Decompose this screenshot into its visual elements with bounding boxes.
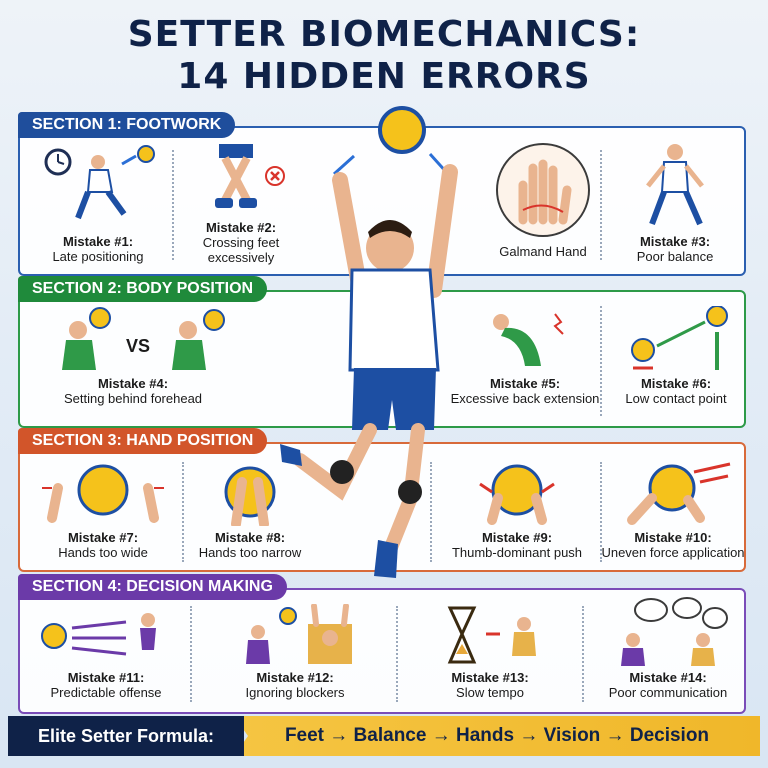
divider <box>600 150 602 260</box>
mistake-title: Mistake #7: <box>67 530 139 545</box>
mistake-12: Mistake #12: Ignoring blockers <box>200 604 390 700</box>
mistake-title: Mistake #13: <box>451 670 529 685</box>
low-contact-icon <box>631 306 728 370</box>
uneven-force-icon <box>627 462 731 525</box>
mistake-title: Mistake #11: <box>67 670 145 685</box>
mistake-desc: Uneven force application <box>601 545 745 560</box>
mistake-desc: Slow tempo <box>456 685 524 700</box>
mistake-title: Mistake #5: <box>489 376 561 391</box>
galmand-hand: Galmand Hand <box>482 140 604 259</box>
mistake-3: Mistake #3: Poor balance <box>610 140 740 264</box>
mistake-desc: Hands too narrow <box>198 545 302 560</box>
mistake-1: Mistake #1: Late positioning <box>28 140 168 264</box>
mistake-title: Mistake #3: <box>639 234 711 249</box>
title-line-2: 14 HIDDEN ERRORS <box>177 56 591 97</box>
mistake-5: Mistake #5: Excessive back extension <box>440 306 610 406</box>
mistake-7: Mistake #7: Hands too wide <box>28 458 178 560</box>
volleyball-icon <box>378 106 426 154</box>
thumb-push-icon <box>479 464 555 525</box>
mistake-desc: Hands too wide <box>58 545 148 560</box>
motion-arrow-icon <box>332 152 450 176</box>
mistake-14: Mistake #14: Poor communication <box>588 596 748 700</box>
section-label: SECTION 4: DECISION MAKING <box>18 574 287 600</box>
mistake-desc: Late positioning <box>52 249 144 264</box>
mistake-title: Mistake #10: <box>634 530 712 545</box>
mistake-desc: Setting behind forehead <box>63 391 203 406</box>
late-positioning-icon <box>44 145 155 220</box>
divider <box>430 462 432 562</box>
ignoring-blockers-icon <box>246 604 352 664</box>
mistake-desc: Crossing feet excessively <box>202 235 280 265</box>
section-label: SECTION 3: HAND POSITION <box>18 428 268 454</box>
mistake-title: Mistake #8: <box>214 530 286 545</box>
mistake-title: Mistake #9: <box>481 530 553 545</box>
divider <box>396 606 398 702</box>
hand-diagram-icon <box>496 143 590 237</box>
divider <box>182 462 184 562</box>
divider <box>172 150 174 260</box>
galmand-hand-label: Galmand Hand <box>499 244 587 259</box>
mistake-title: Mistake #14: <box>629 670 707 685</box>
hands-wide-icon <box>42 464 164 523</box>
mistake-8: Mistake #8: Hands too narrow <box>190 458 310 560</box>
divider <box>600 306 602 416</box>
mistake-13: Mistake #13: Slow tempo <box>402 604 578 700</box>
divider <box>190 606 192 702</box>
mistake-9: Mistake #9: Thumb-dominant push <box>434 458 600 560</box>
mistake-10: Mistake #10: Uneven force application <box>598 458 748 560</box>
vs-label: VS <box>126 336 151 356</box>
mistake-desc: Thumb-dominant push <box>451 545 583 560</box>
section-label: SECTION 2: BODY POSITION <box>18 276 268 302</box>
section-label: SECTION 1: FOOTWORK <box>18 112 236 138</box>
mistake-6: Mistake #6: Low contact point <box>608 306 744 406</box>
back-extension-icon <box>493 313 564 366</box>
mistake-desc: Excessive back extension <box>450 391 600 406</box>
mistake-2: Mistake #2: Crossing feet excessively <box>176 140 306 265</box>
slow-tempo-icon <box>447 606 536 664</box>
mistake-11: Mistake #11: Predictable offense <box>26 604 186 700</box>
mistake-desc: Poor communication <box>608 685 728 700</box>
mistake-title: Mistake #2: <box>205 220 277 235</box>
page-title: SETTER BIOMECHANICS: 14 HIDDEN ERRORS <box>0 14 768 98</box>
mistake-desc: Poor balance <box>636 249 714 264</box>
poor-communication-icon <box>621 597 728 666</box>
predictable-offense-icon <box>41 613 156 656</box>
crossing-feet-icon <box>215 144 285 208</box>
elite-setter-formula: Feet → Balance → Hands → Vision → Decisi… <box>8 716 760 756</box>
mistake-4: VS Mistake #4: Setting behind forehead <box>28 306 238 406</box>
hands-narrow-icon <box>224 466 276 526</box>
formula-chain: Feet → Balance → Hands → Vision → Decisi… <box>234 716 760 756</box>
mistake-title: Mistake #12: <box>256 670 334 685</box>
setting-comparison-icon <box>62 307 225 370</box>
formula-lead: Elite Setter Formula: <box>8 716 244 756</box>
setter-player-illustration <box>280 106 458 578</box>
poor-balance-icon <box>646 144 704 226</box>
mistake-title: Mistake #6: <box>640 376 712 391</box>
mistake-title: Mistake #4: <box>97 376 169 391</box>
divider <box>600 462 602 562</box>
mistake-desc: Predictable offense <box>50 685 162 700</box>
mistake-desc: Ignoring blockers <box>245 685 345 700</box>
title-line-1: SETTER BIOMECHANICS: <box>127 14 641 55</box>
mistake-desc: Low contact point <box>625 391 727 406</box>
divider <box>582 606 584 702</box>
mistake-title: Mistake #1: <box>62 234 134 249</box>
